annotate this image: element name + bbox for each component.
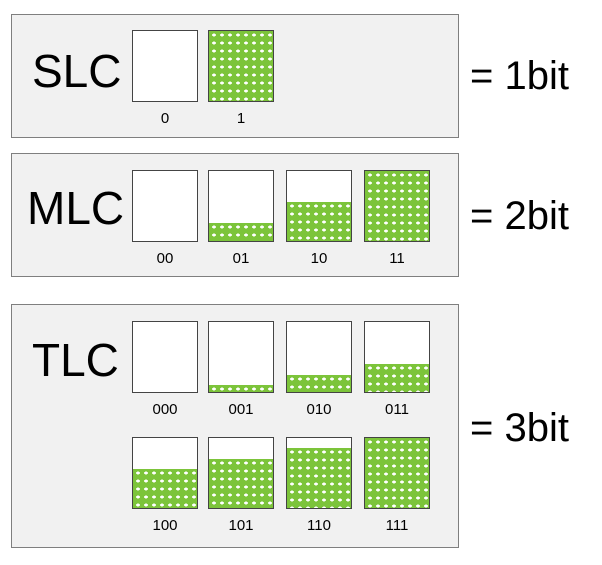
charge-fill [209,31,273,101]
charge-fill [209,223,273,241]
charge-fill [209,385,273,392]
mlc-cell-01 [208,170,274,242]
mlc-code-00: 00 [156,250,174,267]
mlc-panel: MLC 00 01 10 11 [11,153,459,277]
tlc-cell-011 [364,321,430,393]
tlc-label: TLC [32,334,119,386]
slc-label: SLC [32,45,122,97]
charge-fill [133,469,197,508]
slc-cell-0 [132,30,198,102]
mlc-cell-00 [132,170,198,242]
tlc-cell-100 [132,437,198,509]
slc-code-1: 1 [236,110,246,127]
mlc-code-01: 01 [232,250,250,267]
charge-fill [365,171,429,241]
tlc-code-110: 110 [307,517,331,534]
charge-fill [287,202,351,241]
tlc-code-111: 111 [385,517,409,534]
charge-fill [365,438,429,508]
slc-bits-label: = 1bit [470,54,569,98]
tlc-bits-label: = 3bit [470,406,569,450]
mlc-label: MLC [27,182,125,234]
slc-cell-1 [208,30,274,102]
tlc-code-000: 000 [152,401,178,418]
tlc-code-010: 010 [306,401,332,418]
mlc-cell-10 [286,170,352,242]
tlc-cell-101 [208,437,274,509]
mlc-cell-11 [364,170,430,242]
tlc-code-001: 001 [228,401,254,418]
mlc-code-11: 11 [389,250,405,267]
tlc-code-100: 100 [152,517,178,534]
tlc-panel: TLC 000 001 010 011 100 101 110 111 [11,304,459,548]
tlc-cell-010 [286,321,352,393]
charge-fill [287,448,351,508]
charge-fill [287,375,351,392]
mlc-code-10: 10 [310,250,328,267]
slc-code-0: 0 [160,110,170,127]
tlc-cell-110 [286,437,352,509]
charge-fill [365,364,429,392]
tlc-cell-001 [208,321,274,393]
mlc-bits-label: = 2bit [470,194,569,238]
tlc-cell-111 [364,437,430,509]
tlc-cell-000 [132,321,198,393]
slc-panel: SLC 0 1 [11,14,459,138]
charge-fill [209,459,273,508]
tlc-code-011: 011 [385,401,409,418]
tlc-code-101: 101 [228,517,254,534]
